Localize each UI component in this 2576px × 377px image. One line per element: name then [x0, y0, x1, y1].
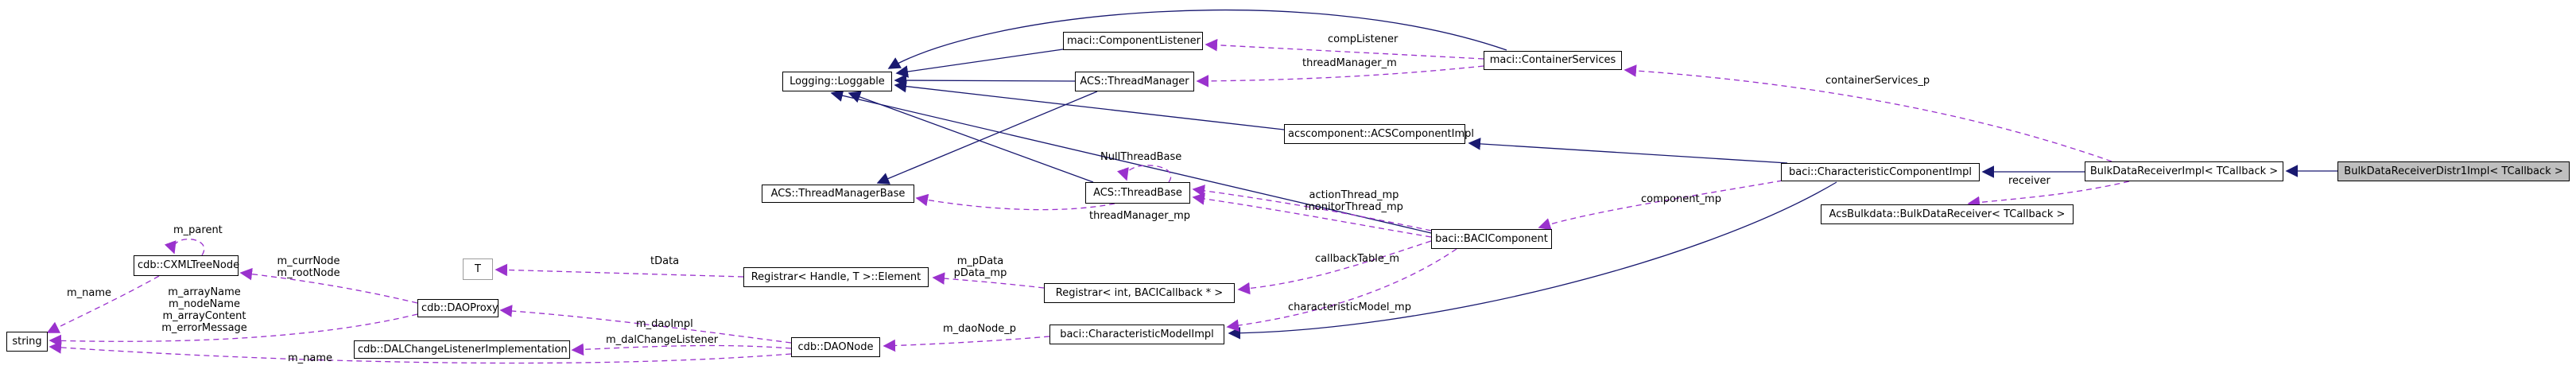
edge-inherit-acscomponentimpl-loggable — [894, 80, 1285, 130]
node-maci-containerservices[interactable]: maci::ContainerServices — [1484, 51, 1622, 70]
edge-label-m-arraycontent: m_arrayContent — [162, 310, 246, 322]
node-bulkdatareceiverdistr1impl[interactable]: BulkDataReceiverDistr1Impl< TCallback > — [2337, 161, 2570, 181]
node-cdb-daoproxy[interactable]: cdb::DAOProxy — [417, 299, 499, 317]
edge-label-component-mp: component_mp — [1641, 193, 1721, 205]
edge-usage-dalchangelistener — [571, 343, 792, 356]
node-acs-threadbase[interactable]: ACS::ThreadBase — [1085, 182, 1190, 204]
node-acs-threadmanagerbase[interactable]: ACS::ThreadManagerBase — [762, 185, 914, 203]
edge-label-m-pdata: m_pData — [956, 255, 1004, 267]
node-maci-componentlistener[interactable]: maci::ComponentListener — [1063, 32, 1203, 50]
node-registrar-int-bacicallback[interactable]: Registrar< int, BACICallback * > — [1044, 283, 1235, 303]
edge-usage-currnode-rootnode — [239, 267, 418, 304]
edge-usage-actionthread-mp — [1192, 185, 1432, 231]
edge-label-pdata-mp: pData_mp — [953, 267, 1007, 279]
edge-label-node-members: m_currNode m_rootNode — [261, 255, 356, 279]
edge-label-m-parent: m_parent — [173, 224, 223, 236]
edge-label-m-daoimpl: m_daoImpl — [636, 318, 693, 330]
edge-usage-complistener — [1205, 38, 1484, 60]
edge-usage-daonode-p — [883, 336, 1050, 352]
edge-label-m-arrayname: m_arrayName — [168, 286, 241, 298]
node-cdb-dalchangelistenerimplementation[interactable]: cdb::DALChangeListenerImplementation — [354, 340, 570, 359]
edge-usage-treenode-name — [46, 275, 160, 333]
edge-usage-receiver — [1967, 181, 2130, 209]
edge-label-daoproxy-string-members: m_arrayName m_nodeName m_arrayContent m_… — [145, 286, 264, 334]
edge-usage-daonode-name — [48, 341, 792, 364]
node-acsbulkdata-bulkdatareceiver[interactable]: AcsBulkdata::BulkDataReceiver< TCallback… — [1821, 204, 2074, 224]
node-logging-loggable[interactable]: Logging::Loggable — [782, 72, 892, 91]
edge-label-m-errormessage: m_errorMessage — [161, 322, 247, 334]
edge-label-threadmanager-mp: threadManager_mp — [1089, 210, 1191, 222]
edge-label-m-nodename: m_nodeName — [169, 298, 240, 310]
edge-label-m-daonode-p: m_daoNode_p — [943, 323, 1017, 335]
edge-usage-tdata — [495, 263, 744, 278]
edge-label-m-name-treenode: m_name — [67, 287, 112, 299]
edge-inherit-bacicomponent-loggable — [830, 89, 1432, 234]
node-baci-bacicomponent[interactable]: baci::BACIComponent — [1431, 229, 1552, 249]
node-template-param-t[interactable]: T — [463, 258, 493, 280]
edge-usage-containerservices-p — [1624, 64, 2112, 162]
edge-label-tdata: tData — [650, 255, 680, 267]
edge-label-complistener: compListener — [1328, 33, 1399, 45]
edge-label-nullthreadbase: NullThreadBase — [1100, 151, 1182, 163]
edge-label-m-rootnode: m_rootNode — [277, 267, 340, 279]
edge-usage-threadmanager-mp — [915, 193, 1115, 211]
edge-label-monitorthread-mp: monitorThread_mp — [1305, 201, 1403, 213]
edge-inherit-charcompimpl-charmodelimpl — [1228, 181, 1837, 340]
node-cdb-daonode[interactable]: cdb::DAONode — [791, 337, 880, 357]
edge-usage-mparent-selfloop — [164, 239, 205, 256]
edge-inherit-threadbase-loggable — [848, 91, 1094, 183]
edge-inherit-containerservices-loggable — [887, 9, 1507, 69]
node-string[interactable]: string — [6, 332, 48, 352]
edge-inherit-componentlistener-loggable — [895, 49, 1064, 78]
node-acs-threadmanager[interactable]: ACS::ThreadManager — [1075, 72, 1194, 91]
edge-label-pdata-members: m_pData pData_mp — [937, 255, 1024, 279]
edge-label-m-currnode: m_currNode — [277, 255, 340, 267]
node-registrar-element[interactable]: Registrar< Handle, T >::Element — [743, 267, 929, 287]
edge-label-m-dalchangelistener: m_dalChangeListener — [606, 334, 719, 346]
edge-inherit-threadmanager-threadmanagerbase — [876, 91, 1098, 185]
node-bulkdatareceiverimpl[interactable]: BulkDataReceiverImpl< TCallback > — [2085, 161, 2283, 181]
node-baci-characteristicmodelimpl[interactable]: baci::CharacteristicModelImpl — [1049, 325, 1224, 344]
node-acscomponentimpl[interactable]: acscomponent::ACSComponentImpl — [1284, 124, 1474, 144]
edge-label-callbacktable-m: callbackTable_m — [1315, 253, 1400, 265]
edge-label-m-name-daonode: m_name — [288, 352, 333, 364]
edge-usage-callbacktable-m — [1237, 240, 1432, 295]
edge-usage-nullthreadbase-selfloop — [1117, 165, 1172, 183]
edge-label-threadmanager-m: threadManager_m — [1302, 57, 1397, 69]
edge-inherit-charcompimpl-acscomponentimpl — [1468, 138, 1788, 164]
edge-label-containerservices-p: containerServices_p — [1825, 75, 1930, 87]
edge-label-thread-members: actionThread_mp monitorThread_mp — [1294, 189, 1414, 213]
edge-usage-threadmanager-m — [1196, 65, 1484, 87]
edge-label-receiver: receiver — [2008, 175, 2050, 187]
edge-usage-daoimpl — [499, 305, 792, 344]
edge-inherit-threadmanager-loggable — [894, 74, 1076, 87]
node-baci-characteristiccomponentimpl[interactable]: baci::CharacteristicComponentImpl — [1781, 163, 1980, 181]
edge-usage-monitorthread-mp — [1192, 192, 1432, 238]
edge-usage-daoproxy-strings — [48, 313, 418, 348]
edge-label-characteristicmodel-mp: characteristicModel_mp — [1288, 301, 1411, 313]
edge-usage-pdata — [932, 272, 1045, 289]
edge-label-actionthread-mp: actionThread_mp — [1309, 189, 1399, 201]
node-cdb-cxmltreenode[interactable]: cdb::CXMLTreeNode — [134, 255, 239, 276]
